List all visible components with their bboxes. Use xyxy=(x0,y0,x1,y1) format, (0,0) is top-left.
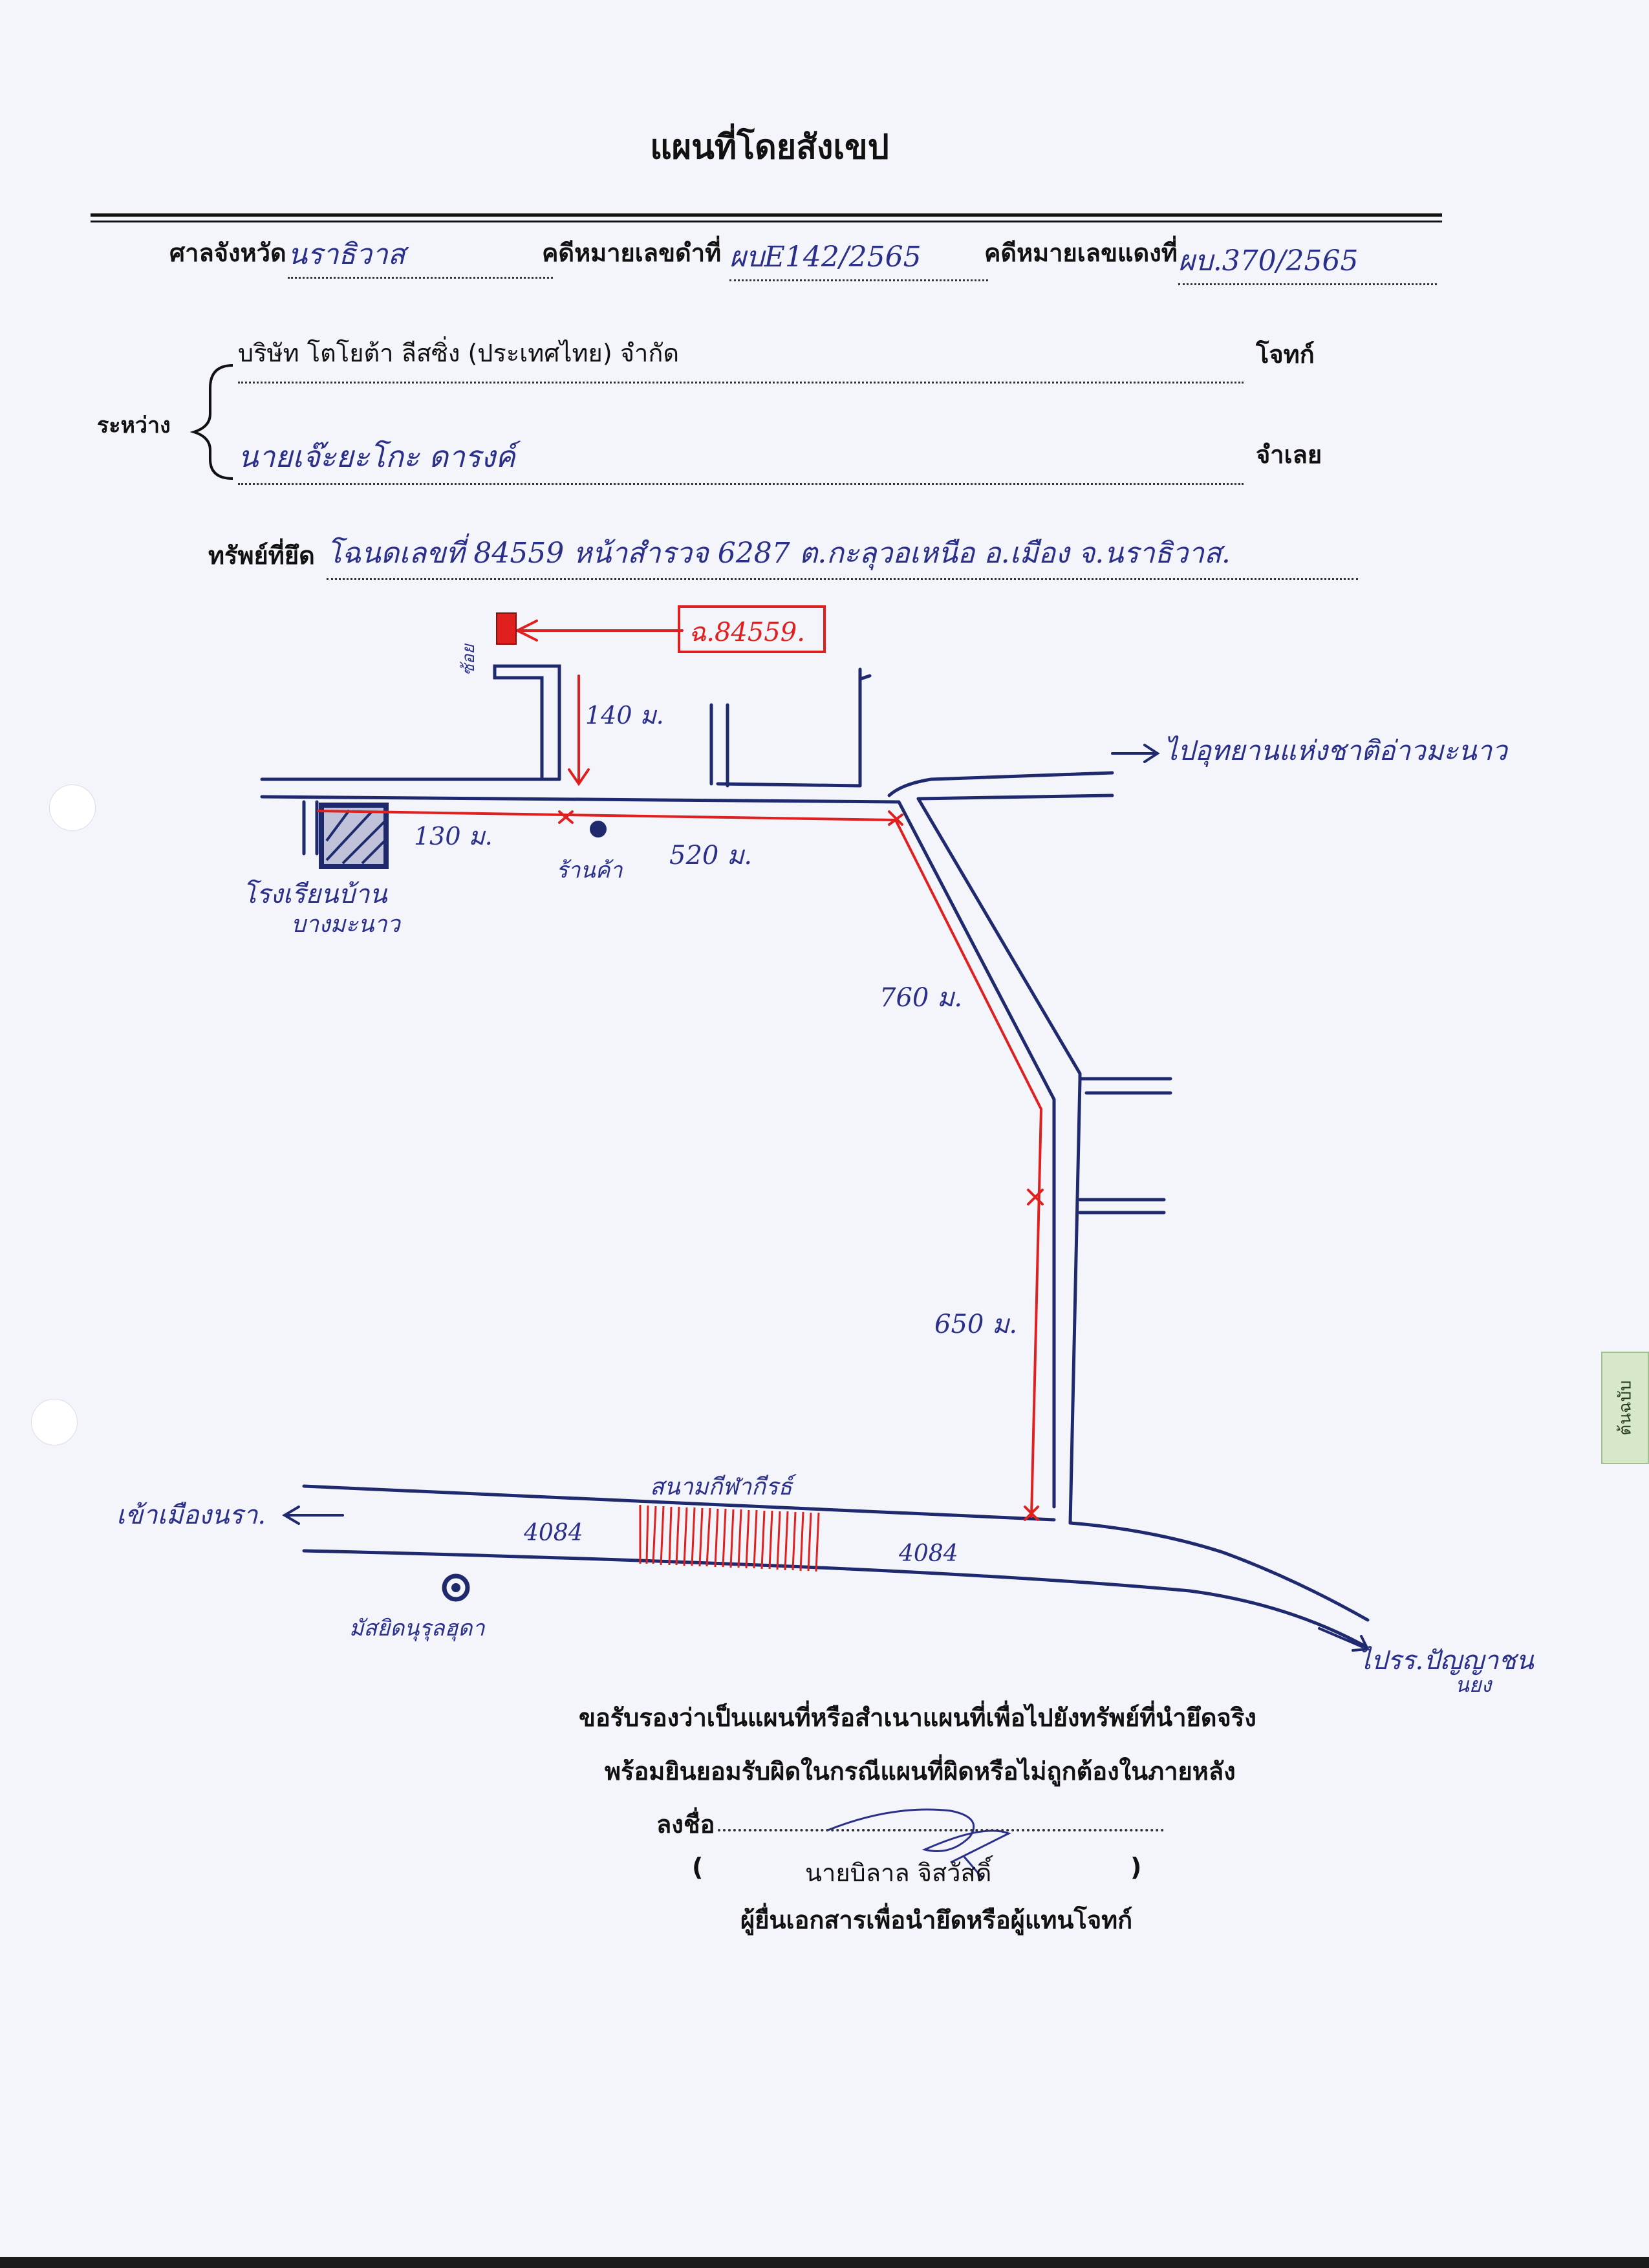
deed-box-label: ฉ.84559. xyxy=(689,618,805,647)
stadium-hatching xyxy=(639,1505,820,1572)
road-number-right: 4084 xyxy=(899,1540,958,1567)
paren-open: ( xyxy=(692,1853,704,1881)
punch-hole-bottom xyxy=(31,1399,78,1445)
roads xyxy=(260,664,1370,1648)
plaintiff-label: โจทก์ xyxy=(1256,340,1315,369)
distance-760: 760 ม. xyxy=(879,983,963,1013)
shop-label: ร้านค้า xyxy=(556,858,623,883)
property-label: ทรัพย์ที่ยึด xyxy=(208,541,315,570)
signer-role: ผู้ยื่นเอกสารเพื่อนำยึดหรือผู้แทนโจทก์ xyxy=(740,1906,1133,1934)
distance-520: 520 ม. xyxy=(669,841,753,870)
to-park-label: ไปอุทยานแห่งชาติอ่าวมะนาว xyxy=(1164,735,1507,766)
paren-close: ) xyxy=(1130,1853,1142,1881)
school-building xyxy=(319,803,389,869)
between-label: ระหว่าง xyxy=(97,413,171,438)
direction-arrows xyxy=(282,744,1370,1652)
distance-140: 140 ม. xyxy=(585,701,664,729)
signer-name: นายบิลาล จิสวัสดิ์ xyxy=(805,1859,992,1887)
to-school-label-2: นยง xyxy=(1455,1672,1492,1697)
page-title: แผนที่โดยสังเขป xyxy=(650,128,889,167)
scan-edge xyxy=(0,2257,1649,2268)
to-city-label: เข้าเมืองนรา. xyxy=(116,1500,266,1530)
property-value: โฉนดเลขที่ 84559 หน้าสำรวจ 6287 ต.กะลุวอ… xyxy=(327,530,1358,580)
distance-650: 650 ม. xyxy=(934,1310,1018,1339)
distance-130: 130 ม. xyxy=(414,822,493,850)
black-case-label: คดีหมายเลขดำที่ xyxy=(542,239,722,267)
defendant-label: จำเลย xyxy=(1256,440,1322,469)
punch-hole-top xyxy=(49,784,96,831)
original-stamp: ต้นฉบับ xyxy=(1601,1352,1649,1464)
road-number-left: 4084 xyxy=(524,1520,583,1546)
signature xyxy=(827,1808,1011,1879)
certification-line-2: พร้อมยินยอมรับผิดในกรณีแผนที่ผิดหรือไม่ถ… xyxy=(605,1757,1236,1786)
school-label-2: บางมะนาว xyxy=(291,911,400,938)
shop-marker xyxy=(590,821,607,837)
stamp-text: ต้นฉบับ xyxy=(1615,1380,1635,1436)
certification-line-1: ขอรับรองว่าเป็นแผนที่หรือสำเนาแผนที่เพื่… xyxy=(579,1703,1256,1732)
red-case-label: คดีหมายเลขแดงที่ xyxy=(984,239,1178,267)
mosque-label: มัสยิดนุรุลฮุดา xyxy=(349,1615,485,1641)
deed-box xyxy=(678,605,826,653)
brace xyxy=(189,364,233,480)
header-rule-thin xyxy=(91,221,1442,222)
mosque-marker xyxy=(442,1573,470,1602)
defendant-name: นายเจ๊ะยะโกะ ดารงค์ xyxy=(238,433,1244,485)
red-case-value: ผบ.370/2565 xyxy=(1178,238,1437,285)
header-rule xyxy=(91,213,1442,217)
alley-label: ซ้อย xyxy=(458,644,479,676)
court-label: ศาลจังหวัด xyxy=(169,239,286,267)
route-line xyxy=(317,620,1044,1521)
property-marker xyxy=(496,612,517,645)
court-value: นราธิวาส xyxy=(288,232,553,279)
black-case-value: ผบE142/2565 xyxy=(729,234,988,281)
stadium-label: สนามกีฬากีรธ์ xyxy=(650,1474,793,1500)
to-school-label: ไปรร.ปัญญาชน xyxy=(1358,1646,1534,1676)
plaintiff-name: บริษัท โตโยต้า ลีสซิ่ง (ประเทศไทย) จำกัด xyxy=(238,333,1244,383)
school-label: โรงเรียนบ้าน xyxy=(242,880,387,909)
sign-label: ลงชื่อ xyxy=(656,1810,715,1839)
signature-line xyxy=(718,1829,1164,1831)
